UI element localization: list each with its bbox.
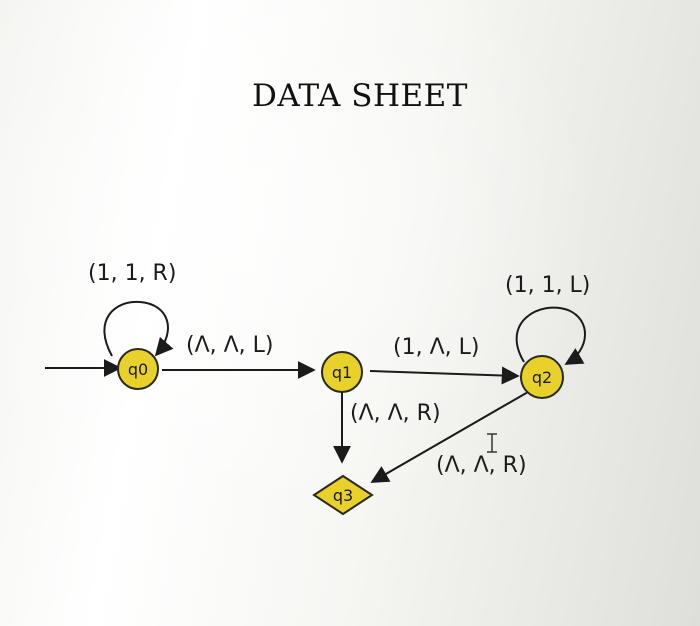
state-q3: q3 xyxy=(312,474,374,516)
state-q1-label: q1 xyxy=(332,363,352,382)
state-q0: q0 xyxy=(117,348,159,390)
edge-q2-loop xyxy=(515,306,586,365)
state-q3-diamond xyxy=(312,474,374,516)
text-cursor-icon xyxy=(487,433,497,453)
state-q2-circle xyxy=(520,355,564,399)
edge-q2-q3 xyxy=(370,391,529,483)
page-title: DATA SHEET xyxy=(252,78,468,114)
edge-q0-loop xyxy=(103,300,174,357)
label-q1-q2: (1, Λ, L) xyxy=(393,335,479,360)
state-q1-circle xyxy=(321,351,363,393)
state-q3-label: q3 xyxy=(333,486,353,505)
label-q2-q3: (Λ, Λ, R) xyxy=(436,453,527,478)
label-q0-q1: (Λ, Λ, L) xyxy=(186,333,274,358)
state-q2-label: q2 xyxy=(532,368,552,387)
label-q0-loop: (1, 1, R) xyxy=(88,261,176,286)
label-q1-q3: (Λ, Λ, R) xyxy=(350,401,441,426)
state-q2: q2 xyxy=(520,355,564,399)
edge-q1-q2 xyxy=(369,366,520,385)
state-q1: q1 xyxy=(321,351,363,393)
state-q0-circle xyxy=(117,348,159,390)
label-q2-loop: (1, 1, L) xyxy=(505,273,590,298)
state-q0-label: q0 xyxy=(128,360,148,379)
